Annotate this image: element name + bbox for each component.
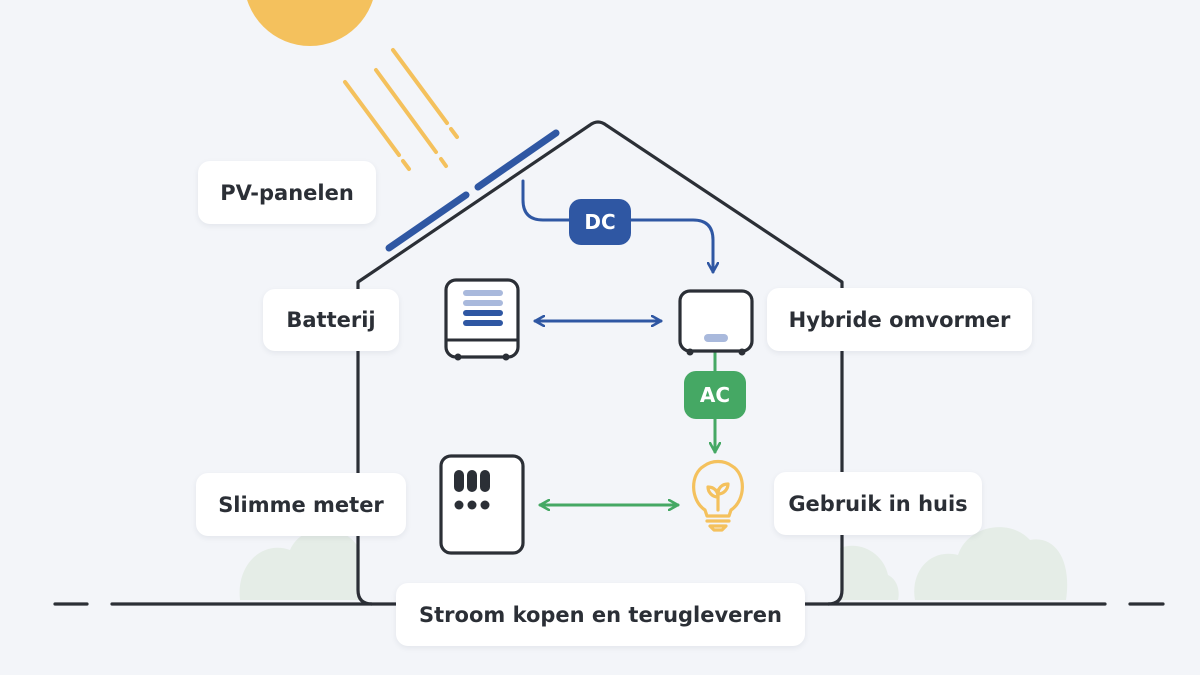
battery-label: Batterij [263, 289, 399, 351]
smart-meter-icon [439, 454, 525, 555]
dc-badge: DC [569, 199, 631, 245]
sun-icon [247, 0, 459, 171]
inverter-label: Hybride omvormer [767, 288, 1032, 351]
ac-badge: AC [684, 371, 746, 419]
bushes [239, 527, 1068, 600]
pv-panels-icon [385, 129, 560, 252]
smart-meter-label: Slimme meter [196, 473, 406, 536]
pv-panels-label: PV-panelen [198, 161, 376, 224]
battery-icon [444, 278, 520, 361]
house-outline [356, 120, 844, 606]
inverter-icon [678, 289, 754, 356]
lightbulb-icon [692, 459, 744, 532]
home-use-label: Gebruik in huis [774, 472, 982, 535]
grid-label: Stroom kopen en terugleveren [396, 583, 805, 646]
